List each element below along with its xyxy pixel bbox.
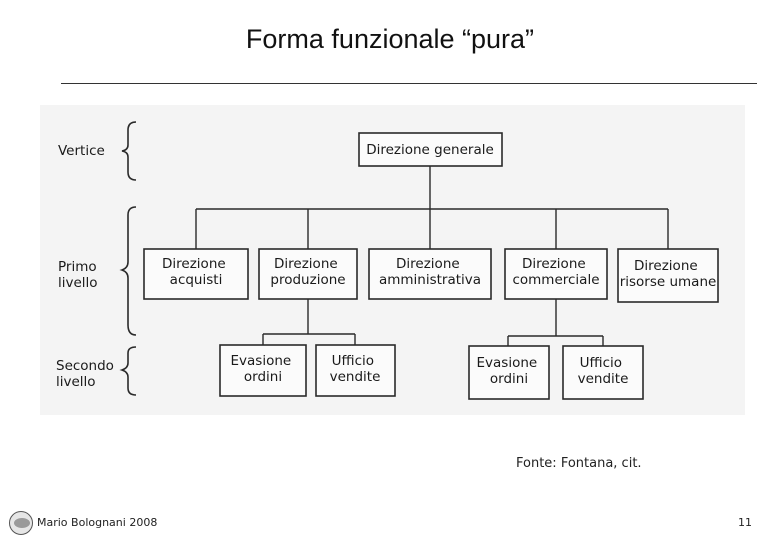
- page-number: 11: [738, 516, 752, 529]
- level-label-vertice: Vertice: [58, 143, 105, 159]
- svg-text:Direzione risorse umane: Direzione risorse umane: [620, 258, 717, 290]
- box-label-line: commerciale: [512, 272, 599, 288]
- box-label-line: ordini: [244, 369, 282, 385]
- box-direzione-generale: Direzione generale: [358, 132, 503, 167]
- org-connectors: [195, 166, 669, 346]
- box-label-line: Direzione: [162, 256, 226, 272]
- box-label-line: vendite: [330, 369, 381, 385]
- slide-title: Forma funzionale “pura”: [245, 24, 535, 54]
- box-label-line: produzione: [270, 272, 345, 288]
- box-evasione-ordini-produzione: Evasione ordini: [219, 344, 307, 397]
- box-label-line: ordini: [490, 371, 528, 387]
- box-label-line: Direzione: [634, 258, 698, 274]
- box-label-line: risorse umane: [620, 274, 717, 290]
- svg-text:Direzione acquisti: Direzione acquisti: [162, 256, 230, 288]
- box-direzione-acquisti: Direzione acquisti: [143, 248, 249, 300]
- level-label-line: Secondo: [56, 358, 114, 374]
- level-label-line: Vertice: [58, 143, 105, 159]
- box-label-line: Ufficio: [580, 355, 622, 371]
- box-direzione-amministrativa: Direzione amministrativa: [368, 248, 492, 300]
- box-label-line: acquisti: [170, 272, 223, 288]
- box-ufficio-vendite-produzione: Ufficio vendite: [315, 344, 396, 397]
- level-label-secondo: Secondo livello: [56, 358, 118, 390]
- box-ufficio-vendite-commerciale: Ufficio vendite: [562, 345, 644, 400]
- box-direzione-commerciale: Direzione commerciale: [504, 248, 608, 300]
- svg-text:Direzione amministrativa: Direzione amministrativa: [379, 256, 481, 288]
- box-label-line: Direzione: [396, 256, 460, 272]
- box-label-line: Ufficio: [332, 353, 374, 369]
- svg-text:Evasione ordini: Evasione ordini: [231, 353, 296, 385]
- brace-primo-livello: [119, 206, 137, 336]
- box-label-line: Evasione: [231, 353, 292, 369]
- box-label-line: Direzione: [522, 256, 586, 272]
- box-direzione-risorse-umane: Direzione risorse umane: [617, 248, 719, 303]
- level-label-line: livello: [58, 275, 98, 291]
- box-label-line: amministrativa: [379, 272, 481, 288]
- level-label-line: Primo: [58, 259, 97, 275]
- logo-icon: [9, 511, 33, 535]
- level-label-line: livello: [56, 374, 96, 390]
- svg-text:Direzione produzione: Direzione produzione: [270, 256, 345, 288]
- svg-text:Direzione commerciale: Direzione commerciale: [512, 256, 599, 288]
- svg-text:Direzione generale: Direzione generale: [366, 142, 494, 158]
- svg-text:Ufficio vendite: Ufficio vendite: [330, 353, 381, 385]
- box-label-line: vendite: [578, 371, 629, 387]
- svg-text:Ufficio vendite: Ufficio vendite: [578, 355, 629, 387]
- box-direzione-produzione: Direzione produzione: [258, 248, 358, 300]
- brace-vertice: [121, 121, 137, 181]
- box-label-line: Evasione: [477, 355, 538, 371]
- svg-text:Evasione ordini: Evasione ordini: [477, 355, 542, 387]
- level-label-primo: Primo livello: [58, 259, 101, 291]
- source-note: Fonte: Fontana, cit.: [516, 456, 642, 471]
- logo-mark: [14, 518, 30, 528]
- box-label-line: Direzione generale: [366, 142, 494, 158]
- level-braces: [119, 121, 137, 396]
- title-divider: [61, 83, 757, 84]
- box-evasione-ordini-commerciale: Evasione ordini: [468, 345, 550, 400]
- brace-secondo-livello: [119, 346, 137, 396]
- footer-author: Mario Bolognani 2008: [37, 516, 158, 529]
- box-label-line: Direzione: [274, 256, 338, 272]
